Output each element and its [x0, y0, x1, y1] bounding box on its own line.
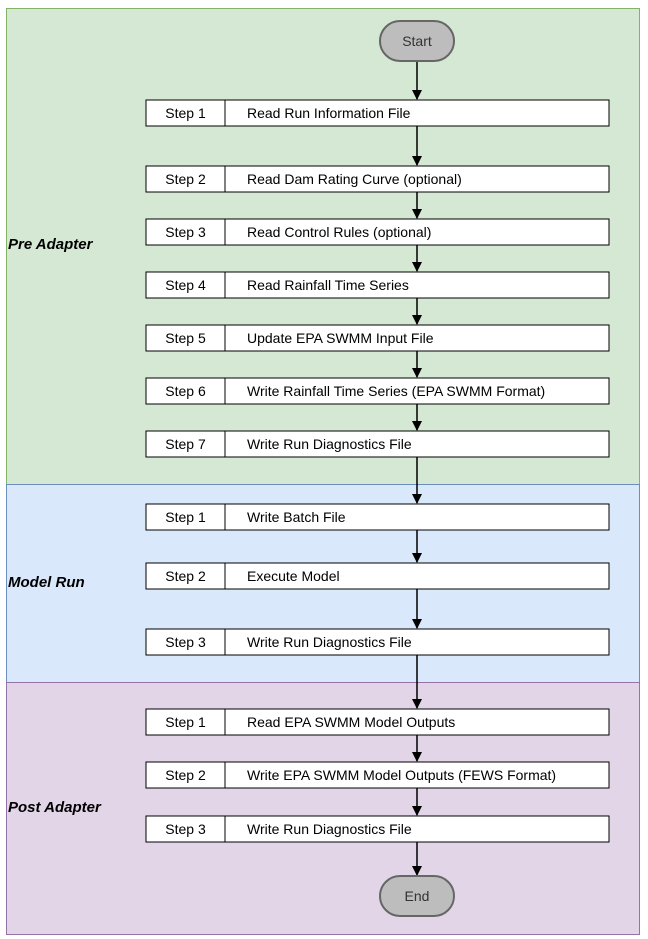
- step-box: Step 6 Write Rainfall Time Series (EPA SW…: [145, 377, 610, 405]
- lane-label-post-adapter: Post Adapter: [8, 799, 101, 816]
- step-number: Step 3: [165, 821, 206, 837]
- step-description: Read Run Information File: [247, 105, 411, 121]
- step-box-frame: [145, 562, 610, 590]
- step-box: Step 3 Read Control Rules (optional): [145, 218, 610, 246]
- end-node-label: End: [405, 888, 430, 904]
- step-box: Step 1 Read EPA SWMM Model Outputs: [145, 708, 610, 736]
- step-box: Step 7 Write Run Diagnostics File: [145, 430, 610, 458]
- step-description: Write Batch File: [247, 509, 346, 525]
- step-description: Read Control Rules (optional): [247, 224, 431, 240]
- step-box: Step 2 Read Dam Rating Curve (optional): [145, 165, 610, 193]
- step-box-frame: [145, 99, 610, 127]
- step-number: Step 3: [165, 224, 206, 240]
- start-node-shape: [379, 20, 455, 62]
- step-description: Execute Model: [247, 568, 340, 584]
- lane-label-model-run: Model Run: [8, 574, 85, 591]
- step-number: Step 6: [165, 383, 206, 399]
- step-number: Step 2: [165, 767, 206, 783]
- start-node-label: Start: [402, 33, 432, 49]
- step-box-frame: [145, 218, 610, 246]
- step-number: Step 2: [165, 568, 206, 584]
- step-description: Update EPA SWMM Input File: [247, 330, 434, 346]
- step-box: Step 5 Update EPA SWMM Input File: [145, 324, 610, 352]
- end-node-shape: [379, 875, 455, 917]
- step-box-frame: [145, 165, 610, 193]
- step-description: Write EPA SWMM Model Outputs (FEWS Forma…: [247, 767, 556, 783]
- step-description: Read Rainfall Time Series: [247, 277, 409, 293]
- step-number: Step 4: [165, 277, 206, 293]
- step-box-frame: [145, 271, 610, 299]
- step-description: Write Rainfall Time Series (EPA SWMM For…: [247, 383, 545, 399]
- step-box-frame: [145, 503, 610, 531]
- step-box: Step 1 Write Batch File: [145, 503, 610, 531]
- step-description: Write Run Diagnostics File: [247, 821, 412, 837]
- step-number: Step 1: [165, 105, 206, 121]
- step-box-frame: [145, 628, 610, 656]
- start-node: Start: [379, 20, 455, 62]
- step-box-frame: [145, 324, 610, 352]
- step-description: Read EPA SWMM Model Outputs: [247, 714, 455, 730]
- step-number: Step 7: [165, 436, 206, 452]
- step-box-frame: [145, 430, 610, 458]
- step-number: Step 1: [165, 714, 206, 730]
- step-number: Step 5: [165, 330, 206, 346]
- step-box-frame: [145, 761, 610, 789]
- lane-pre-adapter: [6, 8, 640, 485]
- step-number: Step 3: [165, 634, 206, 650]
- step-box: Step 4 Read Rainfall Time Series: [145, 271, 610, 299]
- step-number: Step 1: [165, 509, 206, 525]
- step-box: Step 1 Read Run Information File: [145, 99, 610, 127]
- step-description: Write Run Diagnostics File: [247, 436, 412, 452]
- step-description: Read Dam Rating Curve (optional): [247, 171, 462, 187]
- step-number: Step 2: [165, 171, 206, 187]
- step-box-frame: [145, 708, 610, 736]
- step-box-frame: [145, 377, 610, 405]
- step-box: Step 3 Write Run Diagnostics File: [145, 815, 610, 843]
- step-box-frame: [145, 815, 610, 843]
- lane-label-pre-adapter: Pre Adapter: [8, 236, 93, 253]
- end-node: End: [379, 875, 455, 917]
- step-box: Step 3 Write Run Diagnostics File: [145, 628, 610, 656]
- step-box: Step 2 Write EPA SWMM Model Outputs (FEWS…: [145, 761, 610, 789]
- step-box: Step 2 Execute Model: [145, 562, 610, 590]
- step-description: Write Run Diagnostics File: [247, 634, 412, 650]
